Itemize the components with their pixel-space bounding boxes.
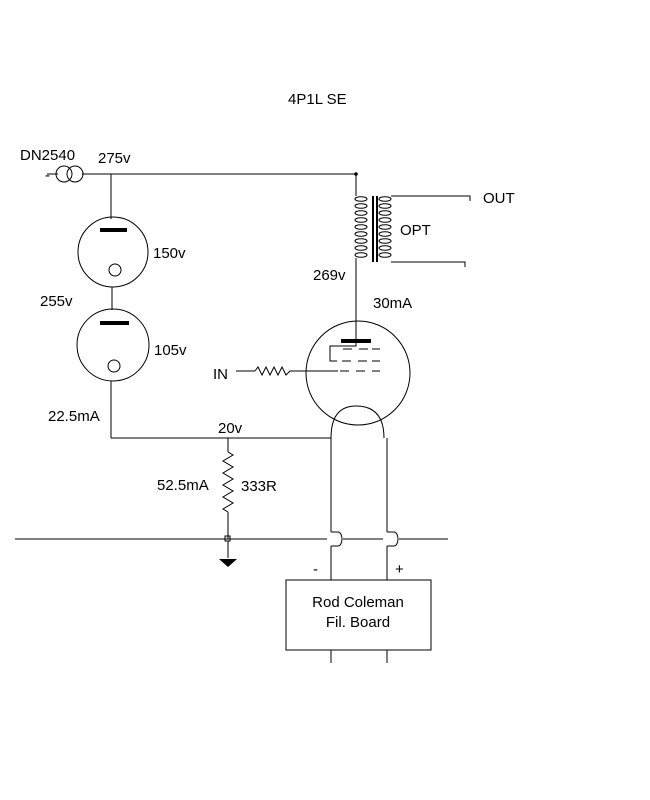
ground-symbol — [219, 559, 237, 567]
vr-top-voltage-label: 150v — [153, 245, 186, 262]
output-top-lead — [391, 195, 471, 201]
vr-tube-top — [77, 216, 149, 288]
tube-screen-link — [329, 341, 357, 362]
ccs-symbol — [55, 165, 84, 183]
output-label: OUT — [483, 190, 515, 207]
board-title-line2: Fil. Board — [326, 614, 390, 631]
filament-hop-left — [331, 531, 343, 547]
filament-minus-label: - — [313, 561, 318, 578]
cathode-voltage-label: 20v — [218, 420, 243, 437]
ccs-polarity-label: - — [45, 167, 50, 184]
filament-board — [285, 579, 432, 651]
cathode-resistor — [222, 451, 234, 513]
filament-hop-right — [387, 531, 399, 547]
vr-bottom-voltage-label: 105v — [154, 342, 187, 359]
output-tube — [305, 320, 411, 439]
primary-coil — [354, 196, 368, 258]
supply-junction — [354, 172, 358, 176]
tube-filament — [330, 405, 385, 439]
plate-current-label: 30mA — [373, 295, 412, 312]
input-label: IN — [213, 366, 228, 383]
transformer-label: OPT — [400, 222, 431, 239]
vr-tube-bottom — [76, 308, 150, 382]
grid-stopper-resistor — [254, 365, 307, 377]
vr-current-label: 22.5mA — [48, 408, 100, 425]
output-bottom-lead — [391, 261, 466, 267]
plate-voltage-label: 269v — [313, 267, 346, 284]
output-transformer — [354, 195, 471, 267]
resistor-current-label: 52.5mA — [157, 477, 209, 494]
filament-plus-label: + — [395, 561, 404, 578]
supply-voltage-label: 275v — [98, 150, 131, 167]
secondary-coil — [378, 196, 392, 258]
resistor-value-label: 333R — [241, 478, 277, 495]
page-title: 4P1L SE — [288, 91, 347, 108]
mid-voltage-label: 255v — [40, 293, 73, 310]
ccs-label: DN2540 — [20, 147, 75, 164]
board-title-line1: Rod Coleman — [312, 594, 404, 611]
